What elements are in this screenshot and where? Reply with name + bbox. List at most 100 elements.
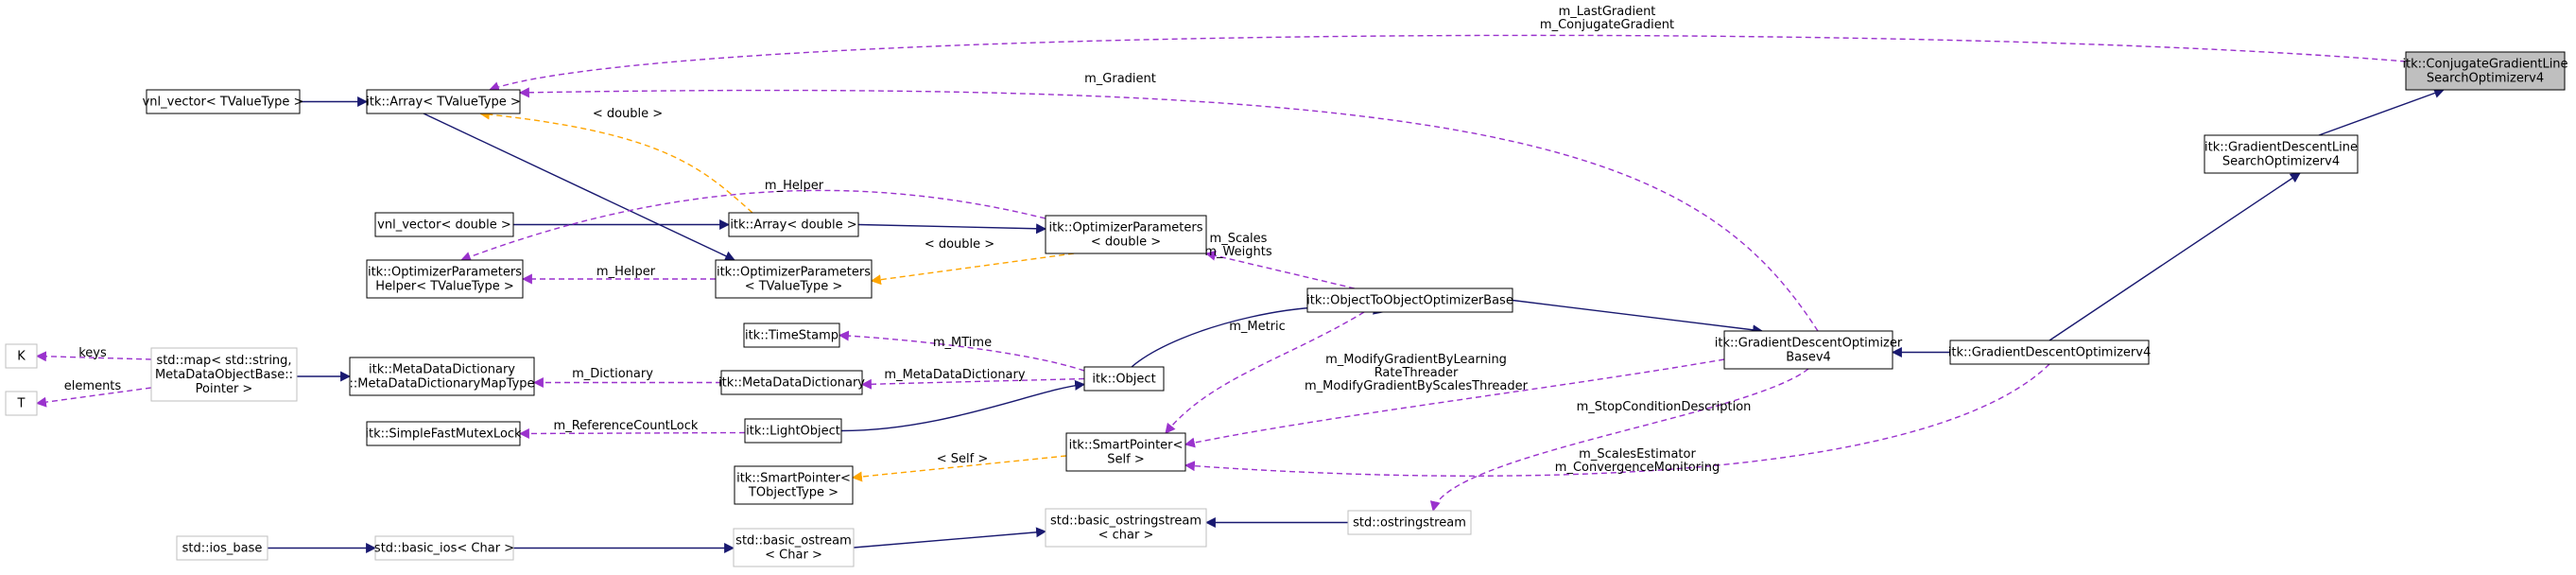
edge-label: m_LastGradient xyxy=(1559,5,1656,19)
class-node-opT[interactable]: itk::OptimizerParameters< TValueType > xyxy=(715,259,873,299)
edge-label: m_Helper xyxy=(765,179,824,193)
node-label: std::basic_ostream xyxy=(735,534,852,549)
edge-line xyxy=(870,253,1075,286)
class-node-arr[interactable]: itk::Array< TValueType > xyxy=(366,89,521,114)
edge-label: < double > xyxy=(925,237,994,252)
class-node-gdl[interactable]: itk::GradientDescentLineSearchOptimizerv… xyxy=(2204,134,2359,174)
node-label: vnl_vector< TValueType > xyxy=(143,96,304,110)
class-node-iosb[interactable]: std::ios_base xyxy=(176,535,268,561)
class-node-opd[interactable]: itk::OptimizerParameters< double > xyxy=(1045,215,1207,254)
node-label: < char > xyxy=(1098,529,1154,543)
node-label: itk::GradientDescentOptimizer xyxy=(1715,337,1903,351)
node-box xyxy=(2405,51,2566,91)
class-node-mddm[interactable]: itk::MetaDataDictionary::MetaDataDiction… xyxy=(349,357,535,396)
edge-label: m_ScalesEstimator xyxy=(1579,447,1696,462)
edge-inheritance-lo-to-obj xyxy=(840,379,1086,432)
edge-line xyxy=(1512,299,1764,336)
node-box xyxy=(1083,366,1165,392)
node-box xyxy=(1045,508,1207,548)
edge-label: < Self > xyxy=(937,452,989,466)
class-node-lo[interactable]: itk::LightObject xyxy=(744,418,842,444)
node-label: SearchOptimizerv4 xyxy=(2427,72,2544,86)
class-node-bos[interactable]: std::basic_ostream< Char > xyxy=(733,528,855,567)
edge-line xyxy=(423,113,735,261)
edge-template-arrd-to-arr: < double > xyxy=(478,107,753,214)
class-node-gdo[interactable]: itk::GradientDescentOptimizerv4 xyxy=(1948,340,2151,365)
node-label: std::basic_ostringstream xyxy=(1050,514,1202,529)
node-label: Helper< TValueType > xyxy=(375,280,514,294)
edge-usage-opd-to-oph: m_Helper xyxy=(459,179,1046,262)
node-box xyxy=(733,528,855,567)
node-box xyxy=(1949,340,2150,365)
node-label: Self > xyxy=(1107,453,1144,467)
node-box xyxy=(1045,215,1207,254)
node-box xyxy=(715,259,873,299)
node-box xyxy=(744,418,842,444)
edge-label: m_ModifyGradientByLearning xyxy=(1325,353,1507,367)
edge-label: m_ConvergenceMonitoring xyxy=(1555,461,1720,475)
class-node-oss[interactable]: std::ostringstream xyxy=(1347,510,1472,535)
edge-line xyxy=(853,527,1047,549)
class-node-T[interactable]: T xyxy=(5,391,38,416)
class-node-vnlT[interactable]: vnl_vector< TValueType > xyxy=(143,89,304,114)
node-label: vnl_vector< double > xyxy=(377,218,511,233)
node-label: itk::Array< double > xyxy=(730,218,856,233)
node-label: K xyxy=(17,350,26,364)
node-box xyxy=(150,347,298,402)
class-node-map[interactable]: std::map< std::string,MetaDataObjectBase… xyxy=(150,347,298,402)
node-label: itk::SimpleFastMutexLock xyxy=(365,427,522,442)
edge-label: m_MetaDataDictionary xyxy=(884,368,1025,382)
node-label: SearchOptimizerv4 xyxy=(2222,155,2340,169)
edge-line xyxy=(2318,88,2446,136)
edge-line xyxy=(840,379,1086,432)
class-node-obj[interactable]: itk::Object xyxy=(1083,366,1165,392)
class-node-mdd[interactable]: itk::MetaDataDictionary xyxy=(718,370,865,395)
edge-usage-lo-to-sfml: m_ReferenceCountLock xyxy=(518,419,746,439)
edge-inheritance-gdl-to-cg xyxy=(2318,88,2446,136)
edge-line xyxy=(35,351,152,362)
class-node-K[interactable]: K xyxy=(5,343,38,369)
class-node-otoob[interactable]: itk::ObjectToObjectOptimizerBase xyxy=(1306,288,1513,313)
edge-label: m_Dictionary xyxy=(572,367,653,381)
node-label: Basev4 xyxy=(1786,351,1831,365)
node-box xyxy=(720,370,863,395)
node-box xyxy=(366,259,524,299)
edge-line xyxy=(1184,363,2050,477)
class-node-spSelf[interactable]: itk::SmartPointer<Self > xyxy=(1065,432,1186,472)
class-node-vnld[interactable]: vnl_vector< double > xyxy=(374,212,514,237)
class-node-bosc[interactable]: std::basic_ostringstream< char > xyxy=(1045,508,1207,548)
node-label: itk::ConjugateGradientLine xyxy=(2402,58,2567,72)
node-box xyxy=(374,535,514,561)
node-label: std::map< std::string, xyxy=(156,354,291,368)
node-box xyxy=(374,212,514,237)
node-label: std::ostringstream xyxy=(1353,516,1466,531)
edge-label: m_Scales xyxy=(1210,232,1268,246)
node-box xyxy=(2204,134,2359,174)
edge-line xyxy=(857,223,1047,235)
edge-line xyxy=(518,87,1819,332)
node-label: itk::SmartPointer< xyxy=(736,472,851,486)
edge-usage-mdd-to-mddm: m_Dictionary xyxy=(532,367,721,388)
node-box xyxy=(5,391,38,416)
class-node-spT[interactable]: itk::SmartPointer<TObjectType > xyxy=(734,465,854,505)
node-label: itk::MetaDataDictionary xyxy=(718,376,865,391)
class-node-arrd[interactable]: itk::Array< double > xyxy=(728,212,859,237)
class-node-sfml[interactable]: itk::SimpleFastMutexLock xyxy=(365,421,522,446)
node-label: itk::MetaDataDictionary xyxy=(369,363,515,377)
node-label: itk::OptimizerParameters xyxy=(368,266,522,280)
edge-line xyxy=(35,387,152,408)
node-box xyxy=(1723,330,1893,370)
node-box xyxy=(5,343,38,369)
class-node-ts[interactable]: itk::TimeStamp xyxy=(743,322,840,348)
class-node-bios[interactable]: std::basic_ios< Char > xyxy=(374,535,514,561)
node-label: < TValueType > xyxy=(745,280,843,294)
edge-usage-gdob-to-oss: m_StopConditionDescription xyxy=(1429,368,1809,513)
edge-line xyxy=(478,109,753,214)
edge-usage-obj-to-mdd: m_MetaDataDictionary xyxy=(860,368,1085,390)
edge-label: m_Gradient xyxy=(1084,72,1156,86)
